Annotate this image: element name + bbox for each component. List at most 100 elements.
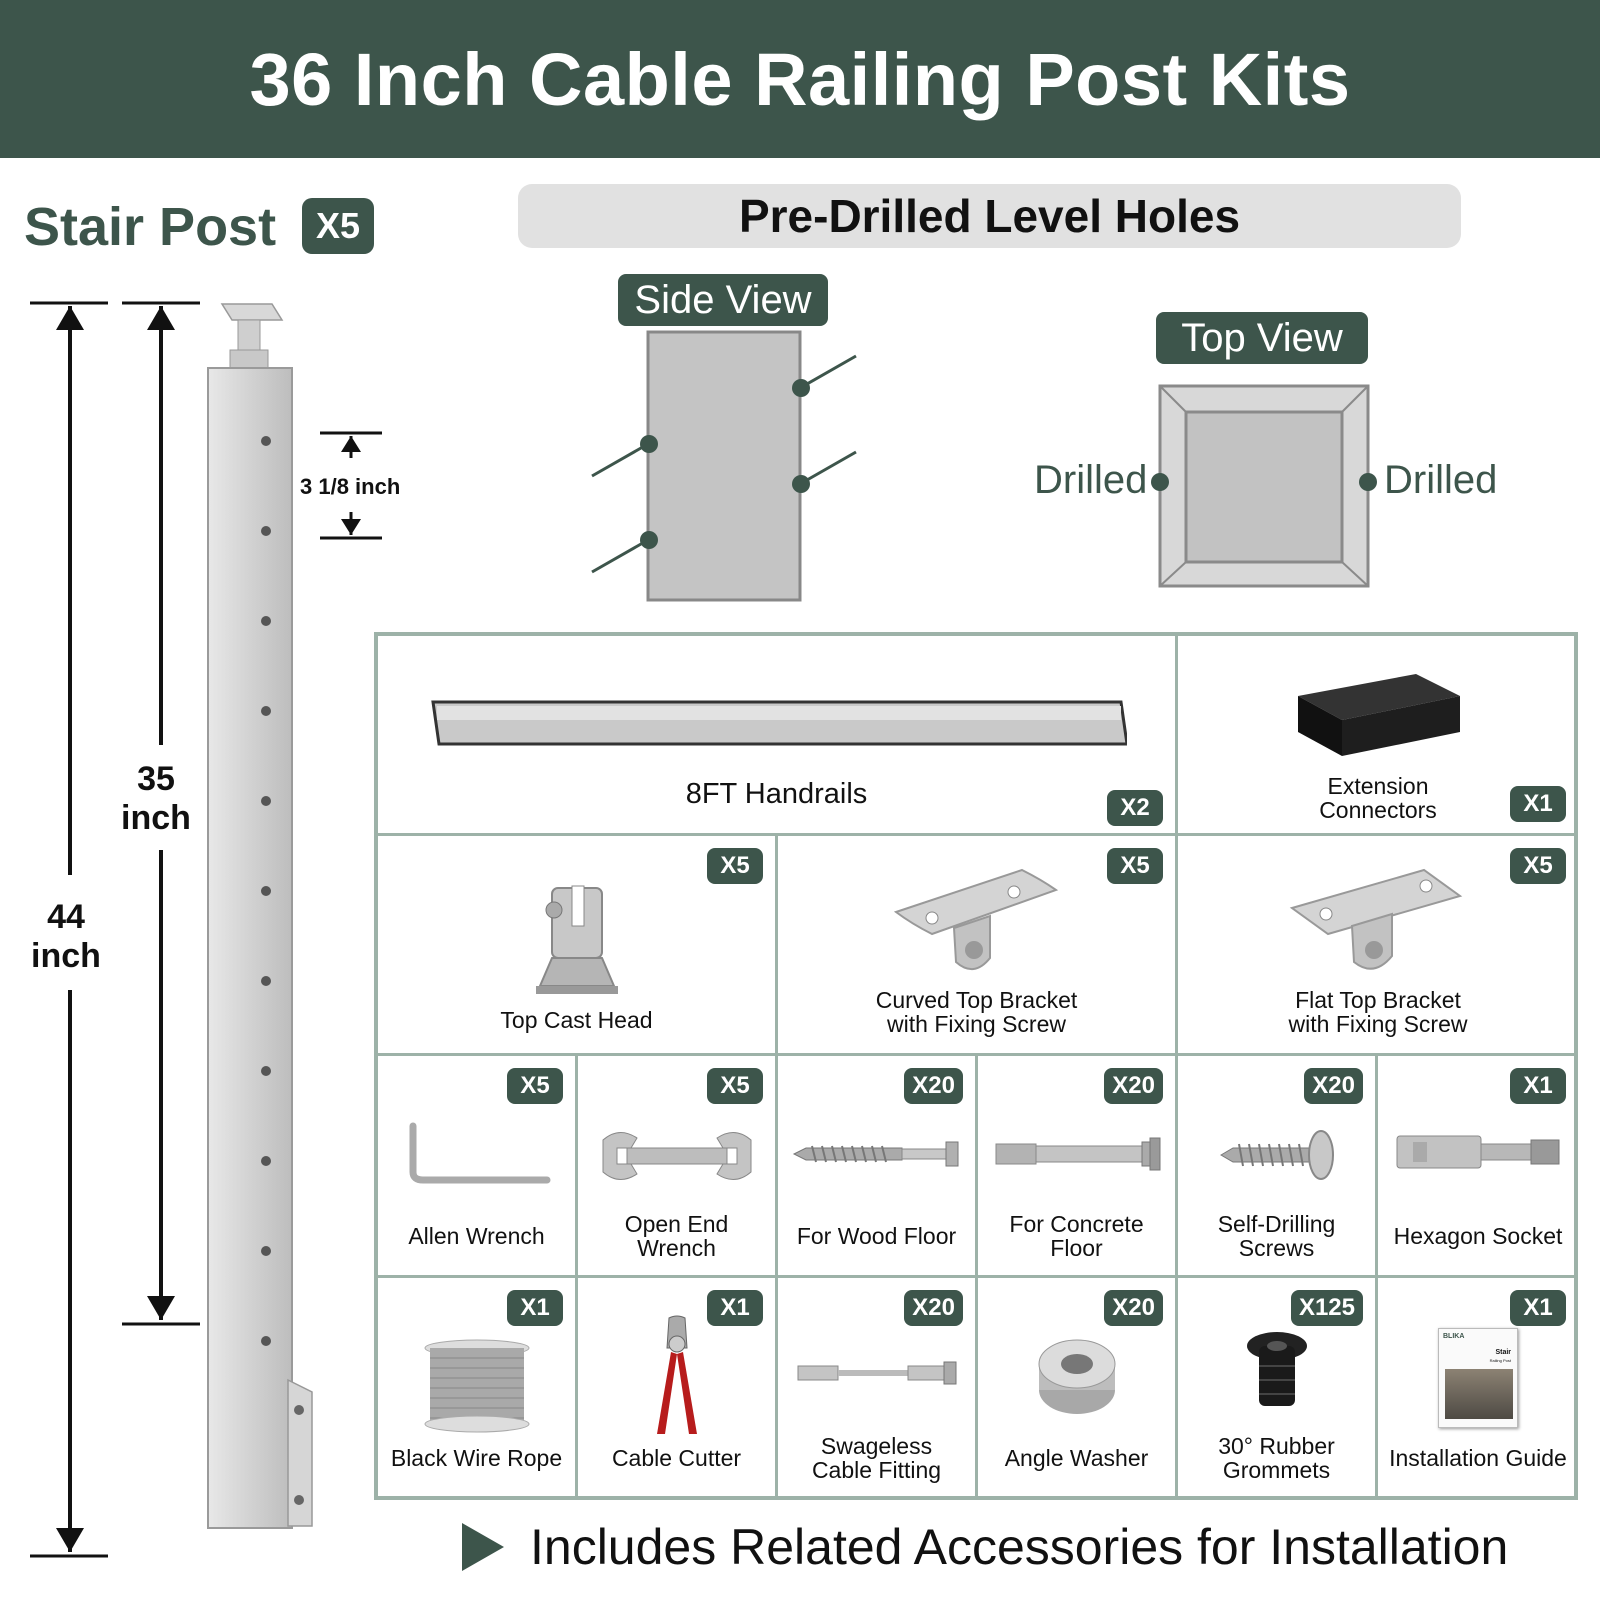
flat-bracket-qty-badge: X5 <box>1510 848 1566 884</box>
installation-guide-qty-badge: X1 <box>1510 1290 1566 1326</box>
installation-guide-icon: BLIKA Stair Railing Post <box>1438 1328 1518 1428</box>
wood-floor-qty-badge: X20 <box>904 1068 963 1104</box>
wood-floor-label: For Wood Floor <box>796 1223 957 1249</box>
part-cell-top-cast-head: X5 Top Cast Head <box>378 836 778 1056</box>
open-end-wrench-icon <box>602 1132 751 1180</box>
predrilled-holes-heading: Pre-Drilled Level Holes <box>518 184 1461 248</box>
outer-height-label: 44 inch <box>18 898 114 976</box>
extension-label-line2: Connectors <box>1319 797 1437 824</box>
inner-height-unit: inch <box>121 799 191 838</box>
cable-cutter-label: Cable Cutter <box>611 1445 742 1471</box>
wire-rope-qty-badge: X1 <box>507 1290 563 1326</box>
post-holes <box>261 436 271 1346</box>
handrail-icon <box>430 700 1127 746</box>
hex-socket-label: Hexagon Socket <box>1393 1223 1563 1249</box>
title-banner: 36 Inch Cable Railing Post Kits <box>0 0 1600 158</box>
open-end-wrench-qty-badge: X5 <box>707 1068 763 1104</box>
self-drilling-label-line2: Screws <box>1238 1235 1315 1262</box>
flat-bracket-icon <box>1289 868 1463 970</box>
part-cell-self-drilling-screws: X20 Self-Drilling Screws <box>1178 1056 1378 1278</box>
part-cell-cable-cutter: X1 Cable Cutter <box>578 1278 778 1500</box>
part-cell-black-wire-rope: X1 Black Wire Rope <box>378 1278 578 1500</box>
inner-height-number: 35 <box>137 760 175 798</box>
top-view-diagram <box>1151 384 1377 588</box>
part-cell-open-end-wrench: X5 Open End Wrench <box>578 1056 778 1278</box>
installation-guide-label: Installation Guide <box>1389 1445 1567 1471</box>
hole-spacing-label: 3 1/8 inch <box>300 474 401 499</box>
part-cell-swageless-cable-fitting: X20 Swageless Cable Fitting <box>778 1278 978 1500</box>
outer-height-unit: inch <box>31 937 101 976</box>
part-cell-extension-connectors: Extension Connectors X1 <box>1178 636 1578 836</box>
part-cell-hexagon-socket: X1 Hexagon Socket <box>1378 1056 1578 1278</box>
side-view-diagram <box>591 330 857 602</box>
cast-head-icon <box>535 885 618 994</box>
hole-spacing-dimension <box>320 431 382 540</box>
guide-title-1: Stair <box>1495 1349 1511 1356</box>
wire-rope-label: Black Wire Rope <box>390 1445 563 1471</box>
open-end-wrench-label-line1: Open End <box>624 1211 729 1237</box>
rubber-grommet-qty-badge: X125 <box>1290 1290 1363 1326</box>
lag-screw-icon <box>792 1141 958 1167</box>
part-cell-handrails: 8FT Handrails X2 <box>378 636 1178 836</box>
angle-washer-icon <box>1038 1339 1115 1414</box>
allen-wrench-icon <box>409 1122 550 1184</box>
curved-bracket-label-line2: with Fixing Screw <box>887 1011 1066 1038</box>
post-body <box>207 367 293 1529</box>
part-cell-wood-floor-screw: X20 For Wood Floor <box>778 1056 978 1278</box>
top-view-tag: Top View <box>1156 312 1368 364</box>
cable-fitting-label-line1: Swageless <box>820 1433 933 1459</box>
concrete-floor-label-line2: Floor <box>1050 1235 1103 1262</box>
play-arrow-icon <box>462 1523 504 1571</box>
curved-bracket-icon <box>893 868 1058 970</box>
allen-wrench-label: Allen Wrench <box>408 1223 545 1249</box>
allen-wrench-qty-badge: X5 <box>507 1068 563 1104</box>
guide-photo <box>1445 1369 1513 1419</box>
part-cell-curved-top-bracket: X5 Curved Top Bracket with Fixing Screw <box>778 836 1178 1056</box>
inner-dimension-line <box>122 301 200 1326</box>
post-base-plate <box>287 1378 313 1527</box>
stair-post-qty-badge: X5 <box>302 198 374 254</box>
guide-title-2: Railing Post <box>1489 1358 1511 1363</box>
wire-rope-spool-icon <box>424 1339 529 1433</box>
rubber-grommet-icon <box>1246 1332 1307 1406</box>
concrete-floor-label-line1: For Concrete <box>1009 1211 1144 1237</box>
top-view-right-label: Drilled <box>1384 458 1498 502</box>
cast-head-qty-badge: X5 <box>707 848 763 884</box>
flat-bracket-label-line2: with Fixing Screw <box>1288 1011 1468 1038</box>
cable-fitting-label-line2: Cable Fitting <box>811 1457 942 1484</box>
guide-brand: BLIKA <box>1443 1333 1465 1340</box>
self-drilling-qty-badge: X20 <box>1304 1068 1363 1104</box>
part-cell-allen-wrench: X5 Allen Wrench <box>378 1056 578 1278</box>
curved-bracket-qty-badge: X5 <box>1107 848 1163 884</box>
self-drilling-screw-icon <box>1219 1130 1334 1180</box>
footer-note: Includes Related Accessories for Install… <box>462 1518 1508 1576</box>
hex-socket-qty-badge: X1 <box>1510 1068 1566 1104</box>
page-title: 36 Inch Cable Railing Post Kits <box>249 37 1351 121</box>
cable-cutter-icon <box>656 1315 697 1434</box>
part-cell-flat-top-bracket: X5 Flat Top Bracket with Fixing Screw <box>1178 836 1578 1056</box>
handrails-label: 8FT Handrails <box>685 778 868 810</box>
cable-fitting-qty-badge: X20 <box>904 1290 963 1326</box>
parts-grid: 8FT Handrails X2 Extension Connectors X1… <box>374 632 1578 1500</box>
curved-bracket-label-line1: Curved Top Bracket <box>875 987 1078 1013</box>
rubber-grommet-label-line2: Grommets <box>1222 1457 1331 1484</box>
handrails-label-row: 8FT Handrails X2 <box>378 778 1175 826</box>
cast-head-label: Top Cast Head <box>500 1007 653 1033</box>
flat-bracket-label-line1: Flat Top Bracket <box>1295 987 1461 1013</box>
stair-post-label: Stair Post <box>24 197 277 257</box>
post-top-cap <box>220 303 284 369</box>
angle-washer-label: Angle Washer <box>1004 1445 1149 1471</box>
self-drilling-label-line1: Self-Drilling <box>1217 1211 1336 1237</box>
inner-height-label: 35 inch <box>108 760 204 838</box>
stair-post-diagram <box>30 301 382 1558</box>
angle-washer-qty-badge: X20 <box>1104 1290 1163 1326</box>
hex-socket-icon <box>1396 1135 1560 1169</box>
concrete-floor-qty-badge: X20 <box>1104 1068 1163 1104</box>
top-view-left-label: Drilled <box>1034 458 1148 502</box>
extension-qty-badge: X1 <box>1510 786 1566 822</box>
open-end-wrench-label-line2: Wrench <box>637 1235 716 1262</box>
footer-text: Includes Related Accessories for Install… <box>530 1519 1509 1575</box>
outer-dimension-line <box>30 301 108 1558</box>
cable-fitting-icon <box>797 1361 956 1385</box>
part-cell-angle-washer: X20 Angle Washer <box>978 1278 1178 1500</box>
